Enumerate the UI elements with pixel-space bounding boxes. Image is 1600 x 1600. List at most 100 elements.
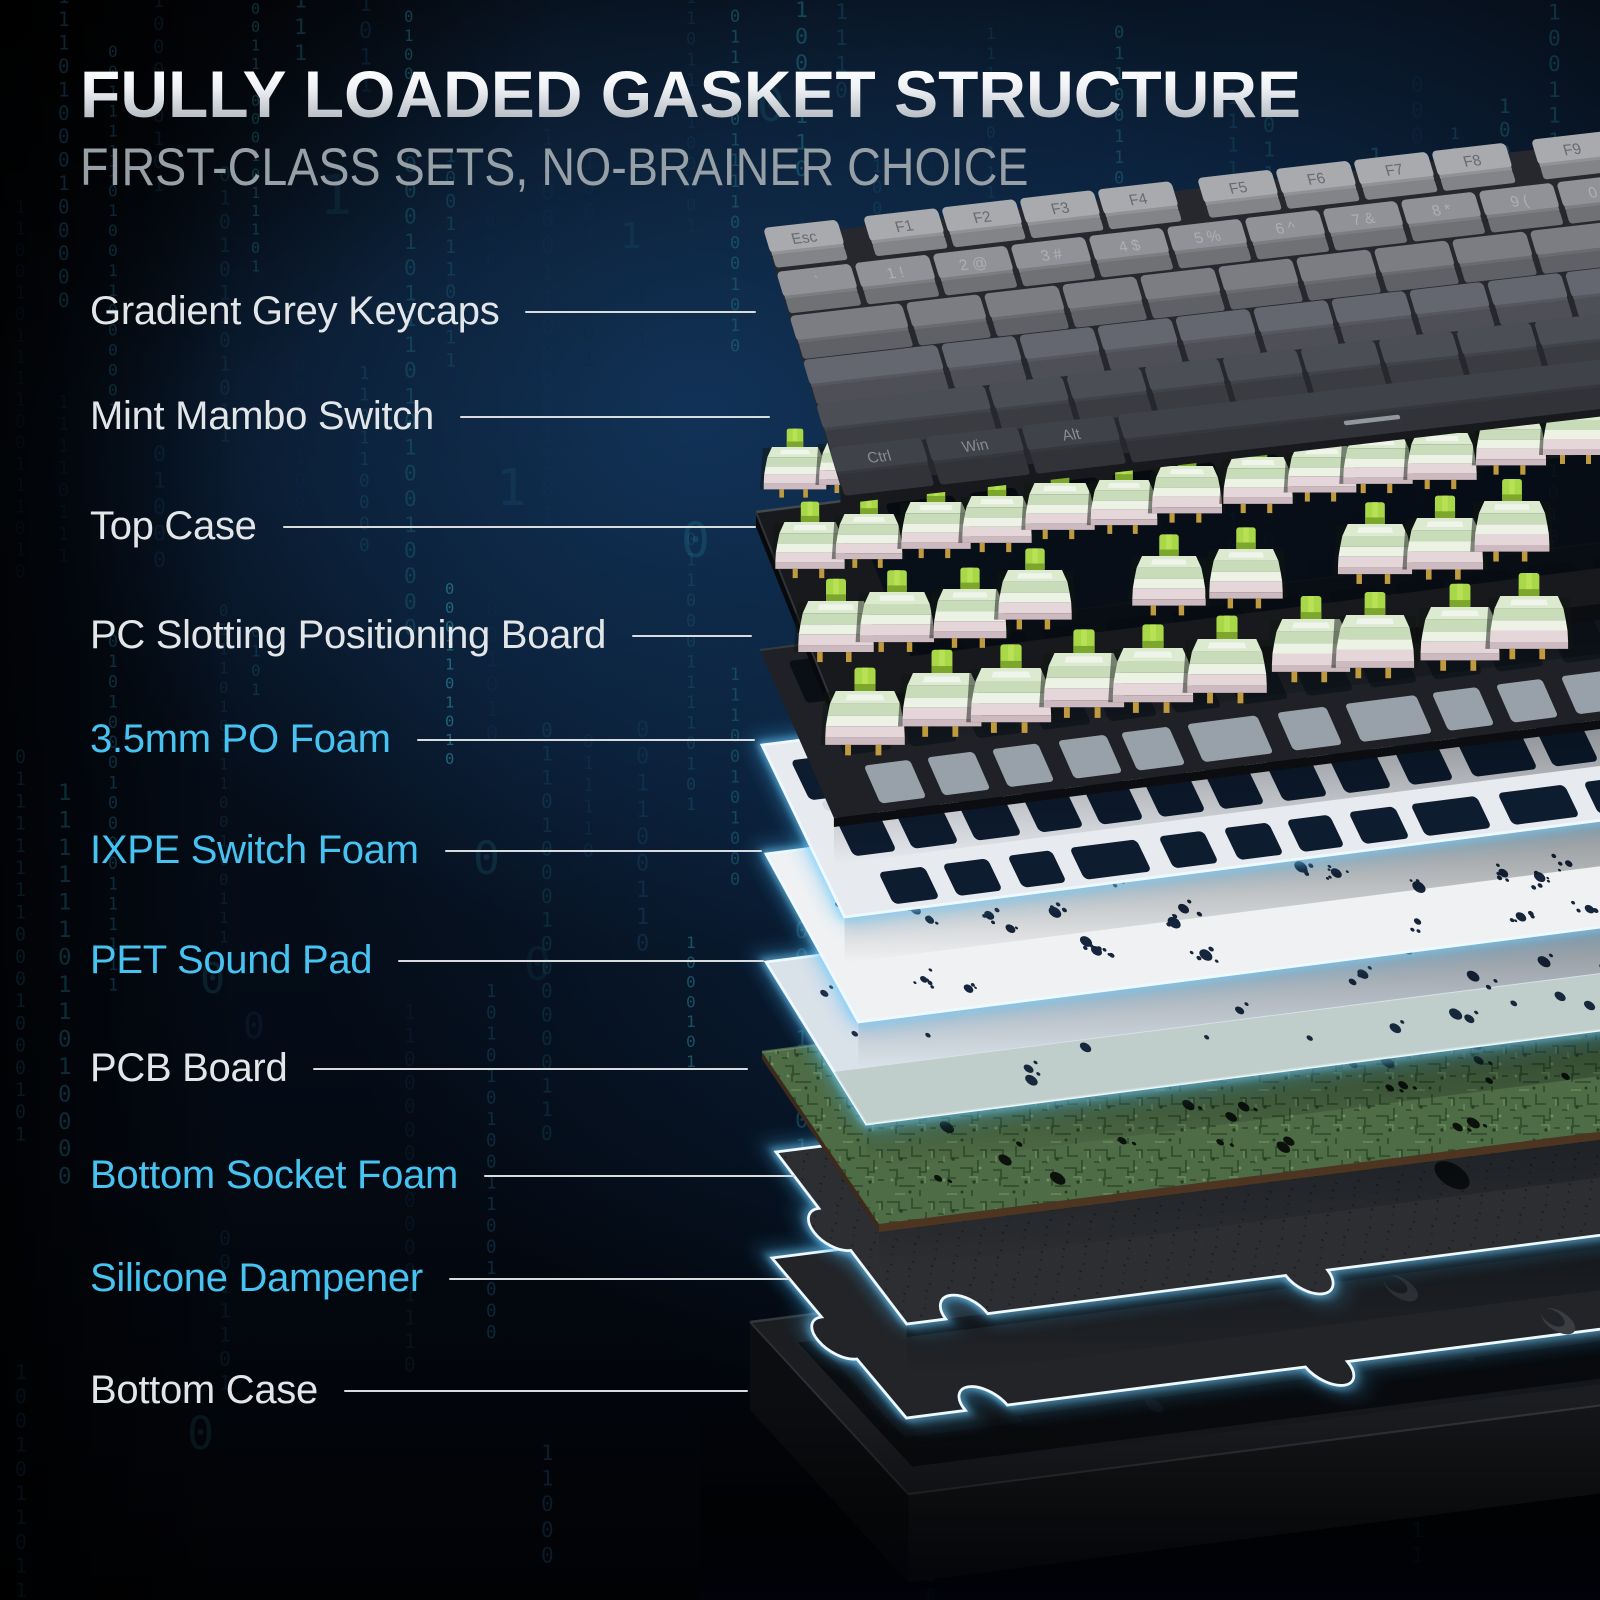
- svg-text:011010001000000110: 011010001000000110: [541, 719, 553, 1145]
- svg-text:F5: F5: [1227, 179, 1249, 198]
- svg-text:0011111010011000001: 0011111010011000001: [108, 42, 118, 419]
- callout-label: Gradient Grey Keycaps: [90, 289, 500, 333]
- svg-text:Ctrl: Ctrl: [865, 448, 893, 467]
- svg-text:0 ): 0 ): [1586, 183, 1600, 202]
- leader-line: [632, 634, 752, 637]
- svg-text:8 *: 8 *: [1430, 201, 1453, 220]
- svg-text:Alt: Alt: [1060, 426, 1083, 445]
- callout-label: PCB Board: [90, 1046, 288, 1090]
- callout-silicone-dampener: Silicone Dampener: [90, 1256, 790, 1301]
- svg-text:6 ^: 6 ^: [1273, 219, 1298, 238]
- svg-text:00001100001011101: 00001100001011101: [251, 0, 260, 275]
- svg-text:2 @: 2 @: [957, 255, 990, 275]
- callout-label: PET Sound Pad: [90, 938, 373, 982]
- callout-pc-slotting-positioning-board: PC Slotting Positioning Board: [90, 613, 752, 658]
- svg-text:0: 0: [524, 938, 551, 991]
- callout-label: Bottom Case: [90, 1368, 318, 1412]
- callout-mint-mambo-switch: Mint Mambo Switch: [90, 394, 770, 439]
- svg-text:F1: F1: [893, 218, 915, 237]
- svg-text:0: 0: [757, 78, 785, 132]
- callout-label: IXPE Switch Foam: [90, 828, 419, 872]
- page-subtitle: FIRST-CLASS SETS, NO-BRAINER CHOICE: [80, 137, 1029, 197]
- layer-keycaps: EscF1F2F3F4F5F6F7F8F9F10F11F12`1 !2 @3 #…: [764, 131, 1600, 504]
- svg-text:4 $: 4 $: [1117, 237, 1143, 256]
- svg-text:1001011011101110: 1001011011101110: [15, 1361, 27, 1600]
- svg-text:0: 0: [681, 513, 710, 569]
- callout-pcb-board: PCB Board: [90, 1046, 748, 1091]
- leader-line: [484, 1174, 795, 1177]
- callout-3-5mm-po-foam: 3.5mm PO Foam: [90, 717, 755, 762]
- callout-ixpe-switch-foam: IXPE Switch Foam: [90, 828, 762, 873]
- callout-top-case: Top Case: [90, 504, 756, 549]
- callout-label: Top Case: [90, 504, 257, 548]
- svg-text:1: 1: [319, 163, 352, 227]
- svg-text:01110011110001010: 01110011110001010: [730, 6, 740, 356]
- callout-label: 3.5mm PO Foam: [90, 717, 391, 761]
- svg-text:1 !: 1 !: [885, 264, 907, 282]
- svg-text:F7: F7: [1383, 161, 1405, 180]
- svg-text:0: 0: [473, 832, 500, 885]
- svg-text:9 (: 9 (: [1508, 192, 1531, 211]
- callout-bottom-socket-foam: Bottom Socket Foam: [90, 1153, 795, 1198]
- svg-text:F8: F8: [1461, 152, 1483, 171]
- svg-text:3 #: 3 #: [1039, 246, 1065, 265]
- svg-text:`: `: [813, 274, 823, 291]
- svg-text:5 %: 5 %: [1192, 228, 1223, 248]
- svg-text:0: 0: [589, 619, 612, 663]
- svg-text:F4: F4: [1127, 191, 1150, 210]
- callout-label: Silicone Dampener: [90, 1256, 423, 1300]
- callout-label: PC Slotting Positioning Board: [90, 613, 607, 657]
- svg-text:Win: Win: [960, 437, 991, 457]
- leader-line: [313, 1067, 748, 1070]
- svg-text:F6: F6: [1305, 170, 1327, 189]
- callout-label: Bottom Socket Foam: [90, 1153, 459, 1197]
- leader-line: [398, 959, 764, 962]
- leader-line: [416, 738, 755, 741]
- svg-text:1: 1: [496, 459, 527, 518]
- svg-text:F2: F2: [971, 209, 993, 228]
- svg-text:0: 0: [243, 1006, 265, 1047]
- callout-gradient-grey-keycaps: Gradient Grey Keycaps: [90, 289, 756, 334]
- svg-text:Esc: Esc: [789, 229, 819, 248]
- svg-text:110111100001: 110111100001: [686, 0, 696, 237]
- leader-line: [343, 1389, 748, 1392]
- callout-label: Mint Mambo Switch: [90, 394, 434, 438]
- svg-text:1: 1: [385, 577, 415, 634]
- svg-text:F9: F9: [1561, 141, 1583, 160]
- callout-pet-sound-pad: PET Sound Pad: [90, 938, 764, 983]
- svg-text:1110001100001101: 1110001100001101: [541, 98, 554, 529]
- leader-line: [282, 525, 756, 528]
- leader-line: [459, 415, 770, 418]
- callout-bottom-case: Bottom Case: [90, 1368, 748, 1413]
- leader-line: [444, 849, 762, 852]
